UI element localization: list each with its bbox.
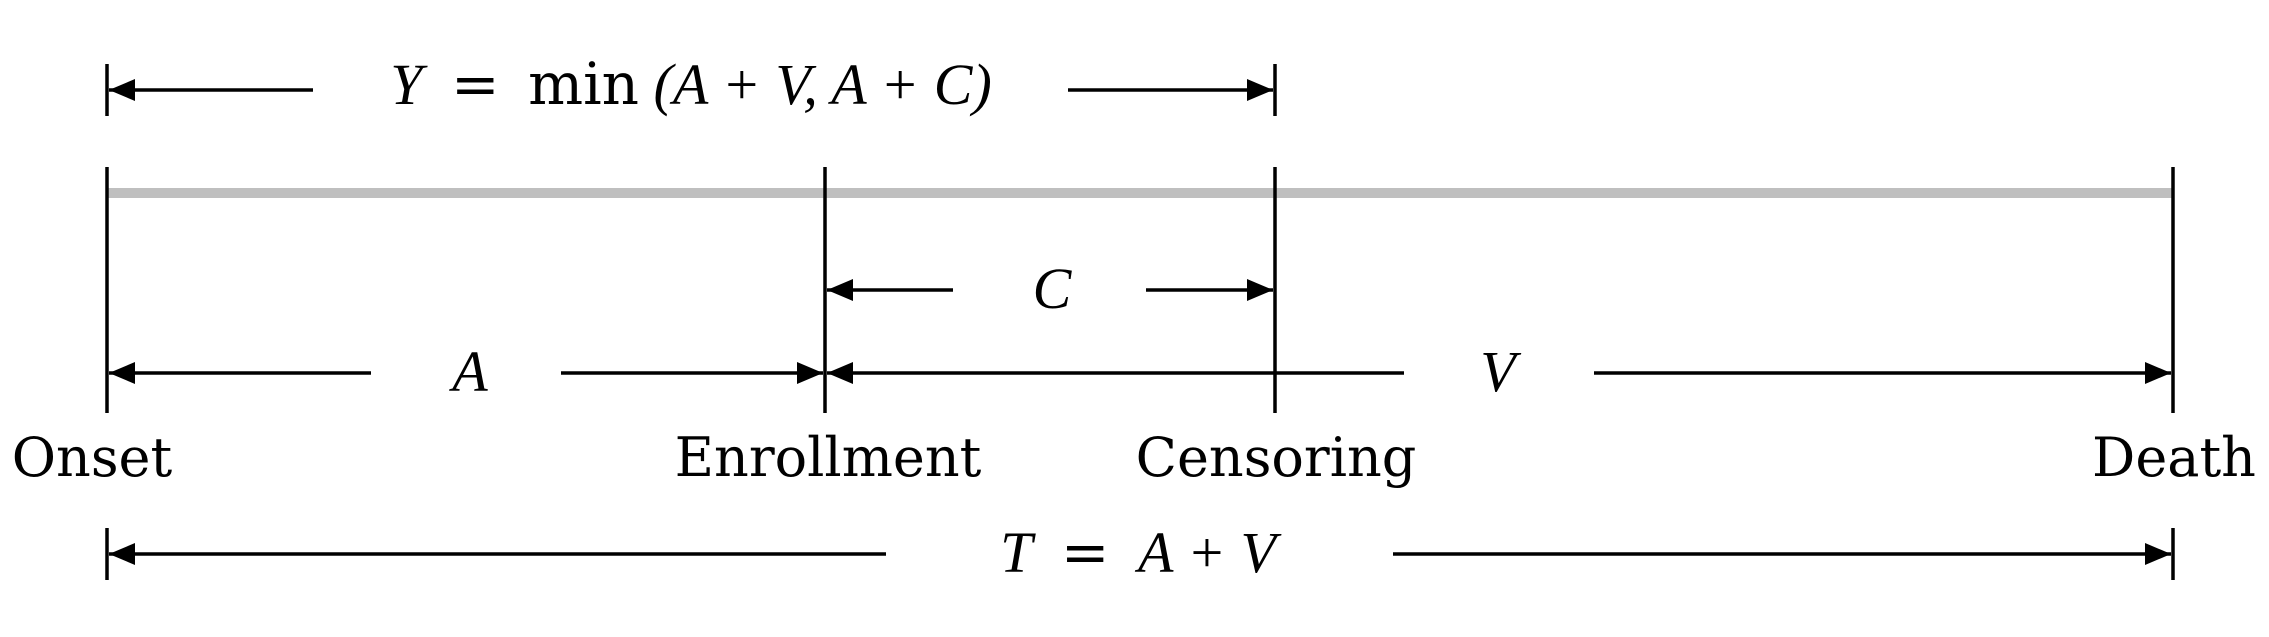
- c-interval-label: C: [1033, 256, 1073, 321]
- death-label: Death: [2092, 426, 2256, 489]
- enrollment-label: Enrollment: [675, 426, 982, 489]
- y-interval-label: Y = min (A + V, A + C): [390, 50, 992, 118]
- onset-label: Onset: [12, 426, 173, 489]
- censoring-label: Censoring: [1136, 426, 1417, 489]
- t-interval-label: T = A + V: [1000, 518, 1282, 586]
- v-interval-label: V: [1480, 339, 1522, 404]
- a-interval-label: A: [448, 339, 488, 404]
